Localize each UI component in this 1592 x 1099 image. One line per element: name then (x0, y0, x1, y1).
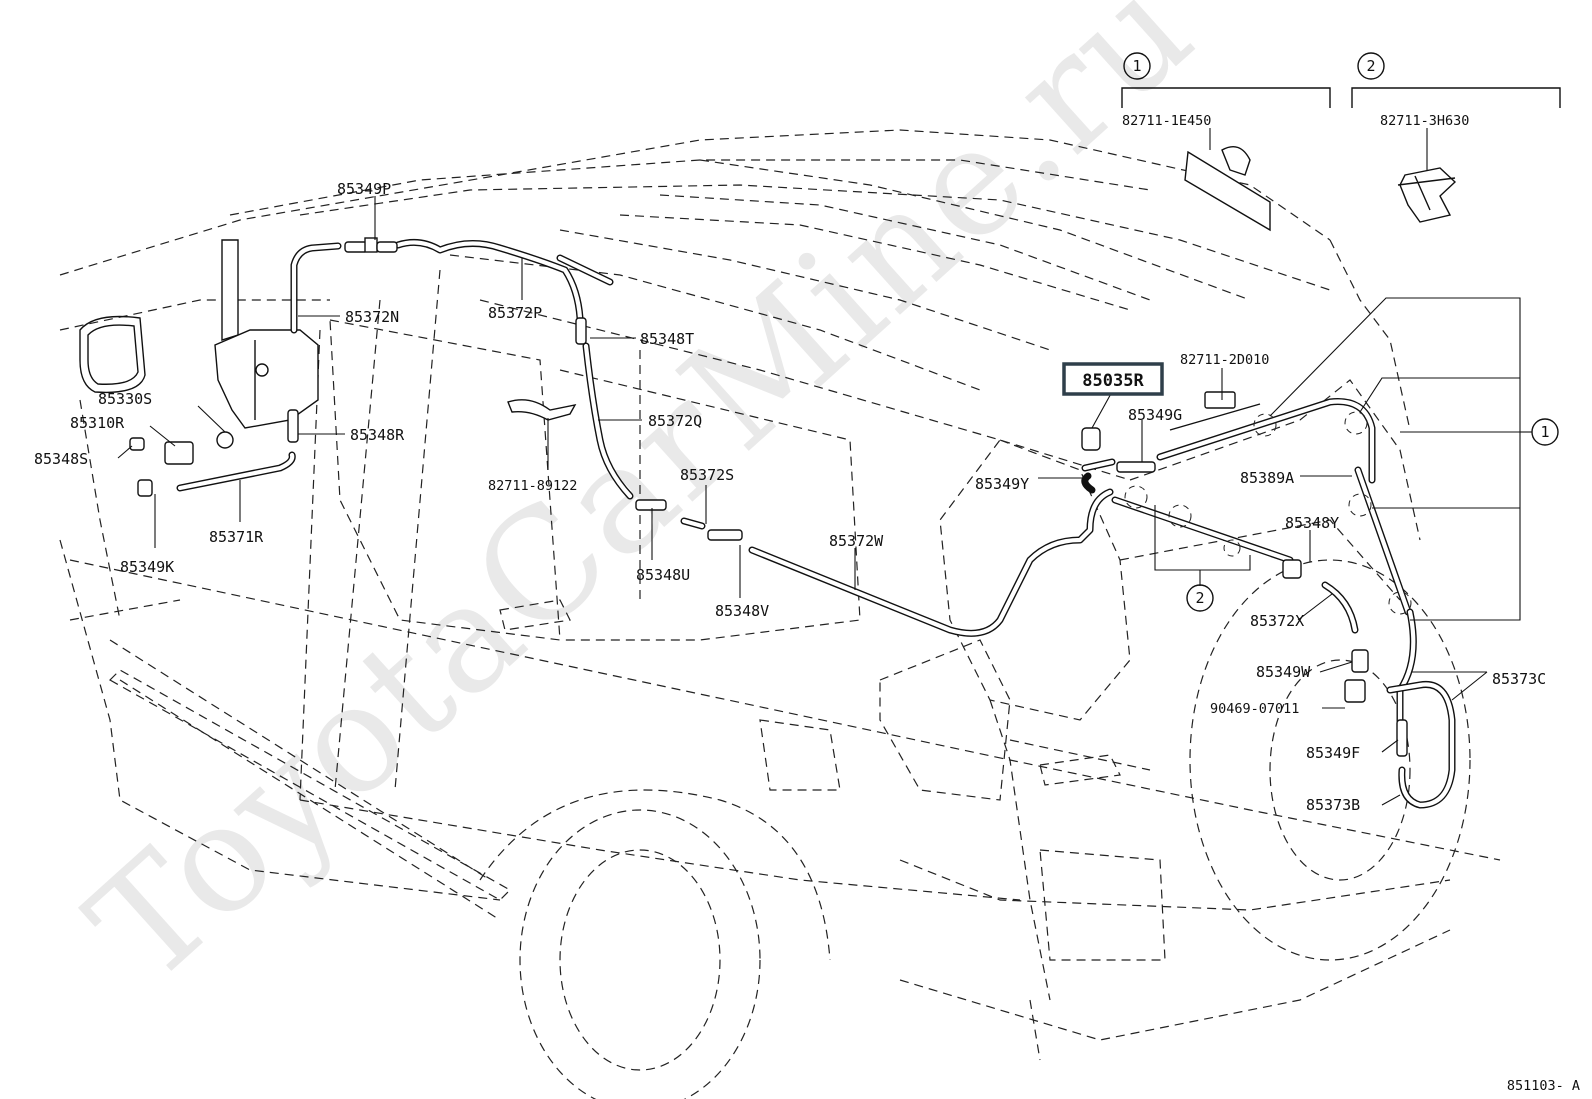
label-85349W: 85349W (1256, 663, 1311, 681)
label-85389A: 85389A (1240, 469, 1294, 487)
label-85348Y: 85348Y (1285, 514, 1339, 532)
label-85349F: 85349F (1306, 744, 1360, 762)
label-85372S: 85372S (680, 466, 734, 484)
label-85348U: 85348U (636, 566, 690, 584)
label-85372N: 85372N (345, 308, 399, 326)
label-85349G: 85349G (1128, 406, 1182, 424)
leader-lines (117, 196, 1488, 806)
label-85372W: 85372W (829, 532, 884, 550)
label-85373B: 85373B (1306, 796, 1360, 814)
side-mirror (79, 315, 146, 394)
highlighted-part-label[interactable]: 85035R (1082, 371, 1144, 391)
diagram-code: 851103- A (1507, 1078, 1580, 1094)
vehicle-outline (59, 129, 1501, 1099)
legend: 1 82711-1E450 2 82711-3H630 (1121, 52, 1561, 232)
label-90469-07011: 90469-07011 (1210, 701, 1299, 717)
hose-joints (129, 237, 1408, 757)
callout-1: 1 (1540, 423, 1549, 441)
legend-item2-part: 82711-3H630 (1380, 113, 1469, 129)
label-85349Y: 85349Y (975, 475, 1029, 493)
highlighted-part[interactable]: 85035R (1062, 362, 1164, 396)
label-85348R: 85348R (350, 426, 405, 444)
label-85371R: 85371R (209, 528, 264, 546)
legend-item1-part: 82711-1E450 (1122, 113, 1211, 129)
washer-tank (214, 239, 319, 429)
label-85348V: 85348V (715, 602, 769, 620)
label-82711-2D010: 82711-2D010 (1180, 352, 1269, 368)
callout-2: 2 (1195, 589, 1204, 607)
label-85373C: 85373C (1492, 670, 1546, 688)
clip-markers (1124, 411, 1412, 615)
label-85348T: 85348T (640, 330, 694, 348)
legend-item2-number: 2 (1366, 57, 1375, 75)
label-85372P: 85372P (488, 304, 542, 322)
legend-item1-number: 1 (1132, 57, 1141, 75)
part-labels: 85349P 85372N 85372P 85348T 85330S 85310… (34, 180, 1546, 814)
label-85349P: 85349P (337, 180, 391, 198)
callout-brackets: 1 2 (1154, 297, 1559, 621)
label-82711-89122: 82711-89122 (488, 478, 577, 494)
label-85372X: 85372X (1250, 612, 1304, 630)
washer-hoses (176, 238, 1456, 809)
label-85330S: 85330S (98, 390, 152, 408)
label-85348S: 85348S (34, 450, 88, 468)
label-85310R: 85310R (70, 414, 125, 432)
label-85349K: 85349K (120, 558, 174, 576)
label-85372Q: 85372Q (648, 412, 702, 430)
